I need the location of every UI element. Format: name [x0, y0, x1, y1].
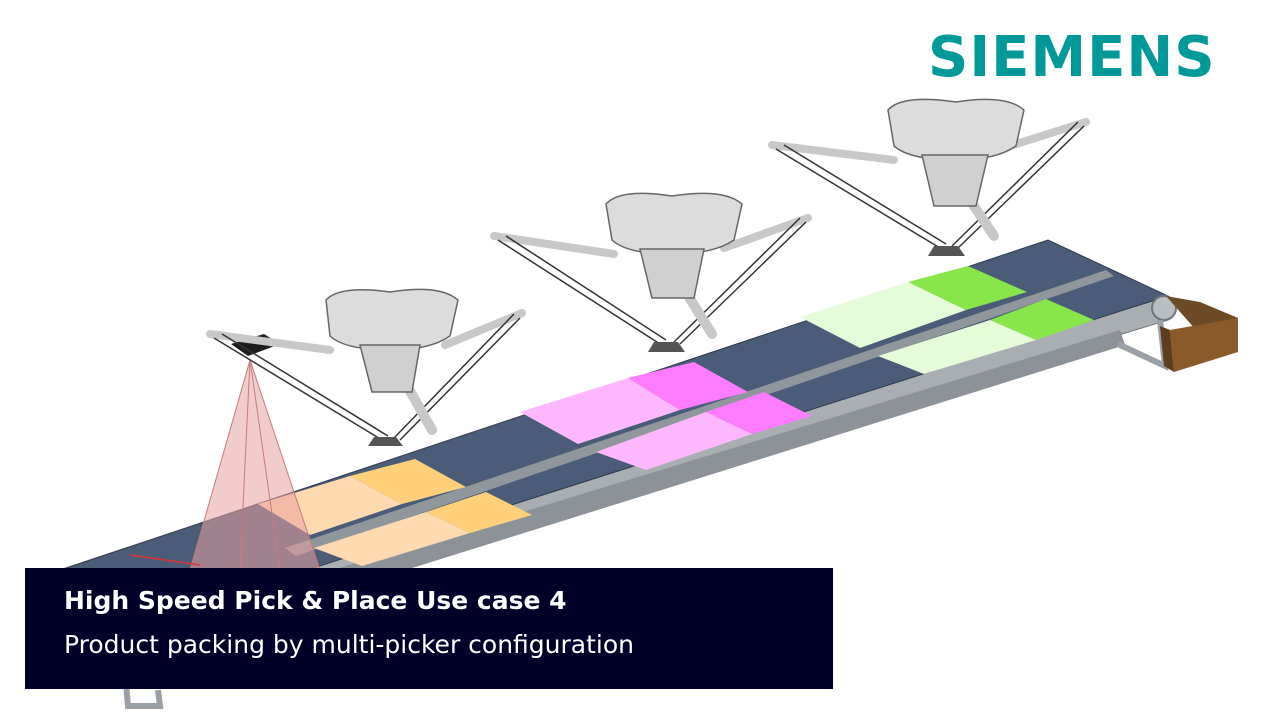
delta-robot-3 [768, 98, 1090, 256]
conveyor-divider [285, 270, 1114, 556]
product-pink-2 [596, 412, 752, 470]
product-pink-1 [520, 378, 680, 444]
conveyor-frame-lower [300, 330, 1125, 600]
product-magenta-1 [628, 362, 748, 410]
delta-robot-2 [490, 192, 812, 352]
product-lightgreen-1 [800, 282, 966, 348]
product-lightgreen-2 [878, 320, 1036, 374]
collection-box-side [1160, 326, 1174, 372]
product-green-2 [990, 299, 1094, 340]
camera-beam-ray [239, 359, 251, 571]
conveyor-pulley [1151, 295, 1177, 321]
caption-banner: High Speed Pick & Place Use case 4 Produ… [25, 568, 833, 689]
caption-subtitle: Product packing by multi-picker configur… [64, 630, 634, 659]
camera-beam-ray [249, 359, 281, 571]
scan-line [129, 554, 201, 566]
product-green-1 [908, 266, 1027, 310]
product-peach-2 [314, 512, 470, 566]
delta-robot-1 [206, 288, 526, 446]
collection-box-front [1170, 318, 1238, 372]
caption-title: High Speed Pick & Place Use case 4 [64, 586, 567, 615]
product-magenta-2 [706, 392, 812, 434]
siemens-logo: SIEMENS [928, 25, 1216, 90]
product-orange-2 [426, 492, 532, 533]
product-orange-1 [350, 459, 466, 504]
